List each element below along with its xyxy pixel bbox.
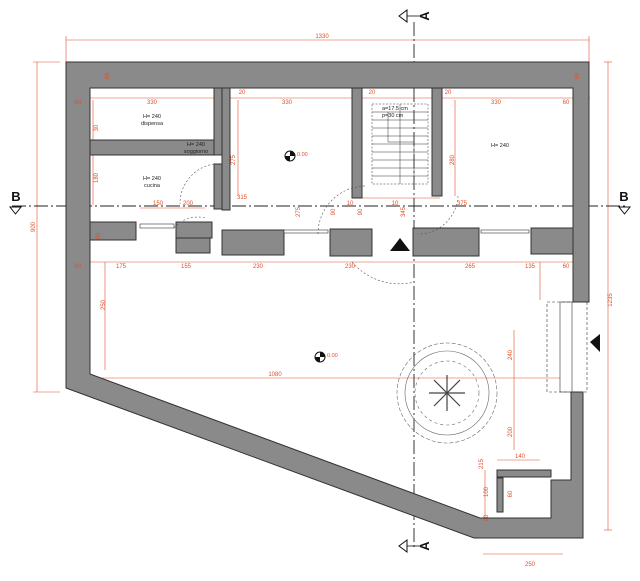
section-label-a-top: A [417,11,432,21]
dim-misc: 280 [450,154,456,165]
dimension-lines [33,36,612,555]
dim-misc: 60 [508,490,514,497]
interior-wall-6 [431,87,443,197]
openings [139,223,573,393]
dim-top-row: 20 [369,90,376,96]
interior-wall-13 [530,227,574,255]
dim-top-row: 60 [563,100,570,106]
room-dispensa-name: dispensa [141,121,164,127]
dim-top-row: 20 [445,90,452,96]
dim-misc: 140 [515,454,526,460]
dim-misc: 90 [484,514,490,521]
dim-misc: 60 [96,232,102,239]
section-axes [12,22,628,548]
interior-wall-2 [213,87,223,156]
interior-wall-11 [329,228,373,257]
dim-misc: 275 [296,206,302,217]
dim-top-vertical: 60 [105,72,111,79]
dim-misc: 100 [484,486,490,497]
dim-misc: 150 [153,201,164,207]
room-soggiorno-height: H= 240 [187,142,205,148]
dim-misc: 275 [231,154,237,165]
view-marker-triangle-east [590,334,600,352]
dim-top-row: 330 [147,100,158,106]
dim-wall-row: 60 [75,264,82,270]
section-label-b-left: B [11,189,20,204]
view-marker-triangle [390,238,410,251]
dim-wall-row: 230 [345,264,356,270]
interior-wall-9 [175,237,211,254]
tree-symbol [396,342,498,444]
interior-wall-15 [496,477,504,513]
interior-wall-3 [213,163,223,210]
level-marker-upper: 0.00 [284,150,308,162]
interior-wall-12 [412,227,480,257]
interior-wall-7 [89,221,137,241]
stair-rise: a=17.5 cm [382,106,408,112]
dim-top-row: 330 [282,100,293,106]
dim-bottom-width: 250 [525,562,536,568]
walls [65,61,590,539]
level-lower-value: 0.00 [327,353,338,359]
dim-misc: 90 [331,208,337,215]
dim-misc: 250 [101,299,107,310]
dim-misc: 375 [457,201,468,207]
door-swings [173,163,459,285]
section-label-b-right: B [619,189,628,204]
dim-right-total: 1235 [608,293,614,307]
dim-misc: 215 [479,458,485,469]
section-marker-b-right: B [617,189,632,215]
dim-wall-row: 155 [181,264,192,270]
dim-misc: 200 [508,426,514,437]
room-cucina-height: H= 240 [143,176,161,182]
room-dispensa-height: H= 240 [143,114,161,120]
interior-wall-14 [496,469,552,478]
dim-misc: 345 [401,206,407,217]
room-east-height: H= 240 [491,143,509,149]
interior-wall-4 [221,87,231,211]
dim-wall-row: 265 [465,264,476,270]
dim-top-vertical: 60 [575,72,581,79]
dim-wall-row: 230 [253,264,264,270]
window-bay-dashed [546,301,588,393]
room-soggiorno-name: soggiorno [184,149,208,155]
dim-top-total: 1330 [315,34,329,40]
section-label-a-bottom: A [417,541,432,551]
dim-misc: 90 [358,208,364,215]
interior-wall-10 [221,229,285,256]
dim-misc: 10 [347,201,354,207]
dim-top-row: 60 [75,100,82,106]
interior-wall-8 [175,221,213,239]
staircase [371,103,429,185]
interior-wall-5 [351,87,363,199]
dim-left-total: 900 [31,221,37,232]
dim-misc: 10 [392,201,399,207]
dim-wall-row: 135 [525,264,536,270]
exterior-wall [65,61,590,539]
dim-diagonal: 1080 [268,372,282,378]
dim-wall-row: 60 [563,264,570,270]
level-marker-lower: 0.00 [314,351,338,363]
level-upper-value: 0.00 [297,152,308,158]
section-marker-a-top: A [398,9,432,23]
section-marker-a-bottom: A [398,539,432,553]
dim-top-row: 20 [239,90,246,96]
stair-tread: p=30 cm [382,113,404,119]
room-cucina-name: cucina [144,183,161,189]
dim-misc: 30 [94,124,100,131]
dim-top-row: 330 [491,100,502,106]
section-marker-b-left: B [8,189,23,215]
dim-misc: 240 [508,349,514,360]
dim-wall-row: 175 [116,264,127,270]
dim-misc: 200 [183,201,194,207]
dim-misc: 180 [94,172,100,183]
dim-misc: 315 [237,195,248,201]
